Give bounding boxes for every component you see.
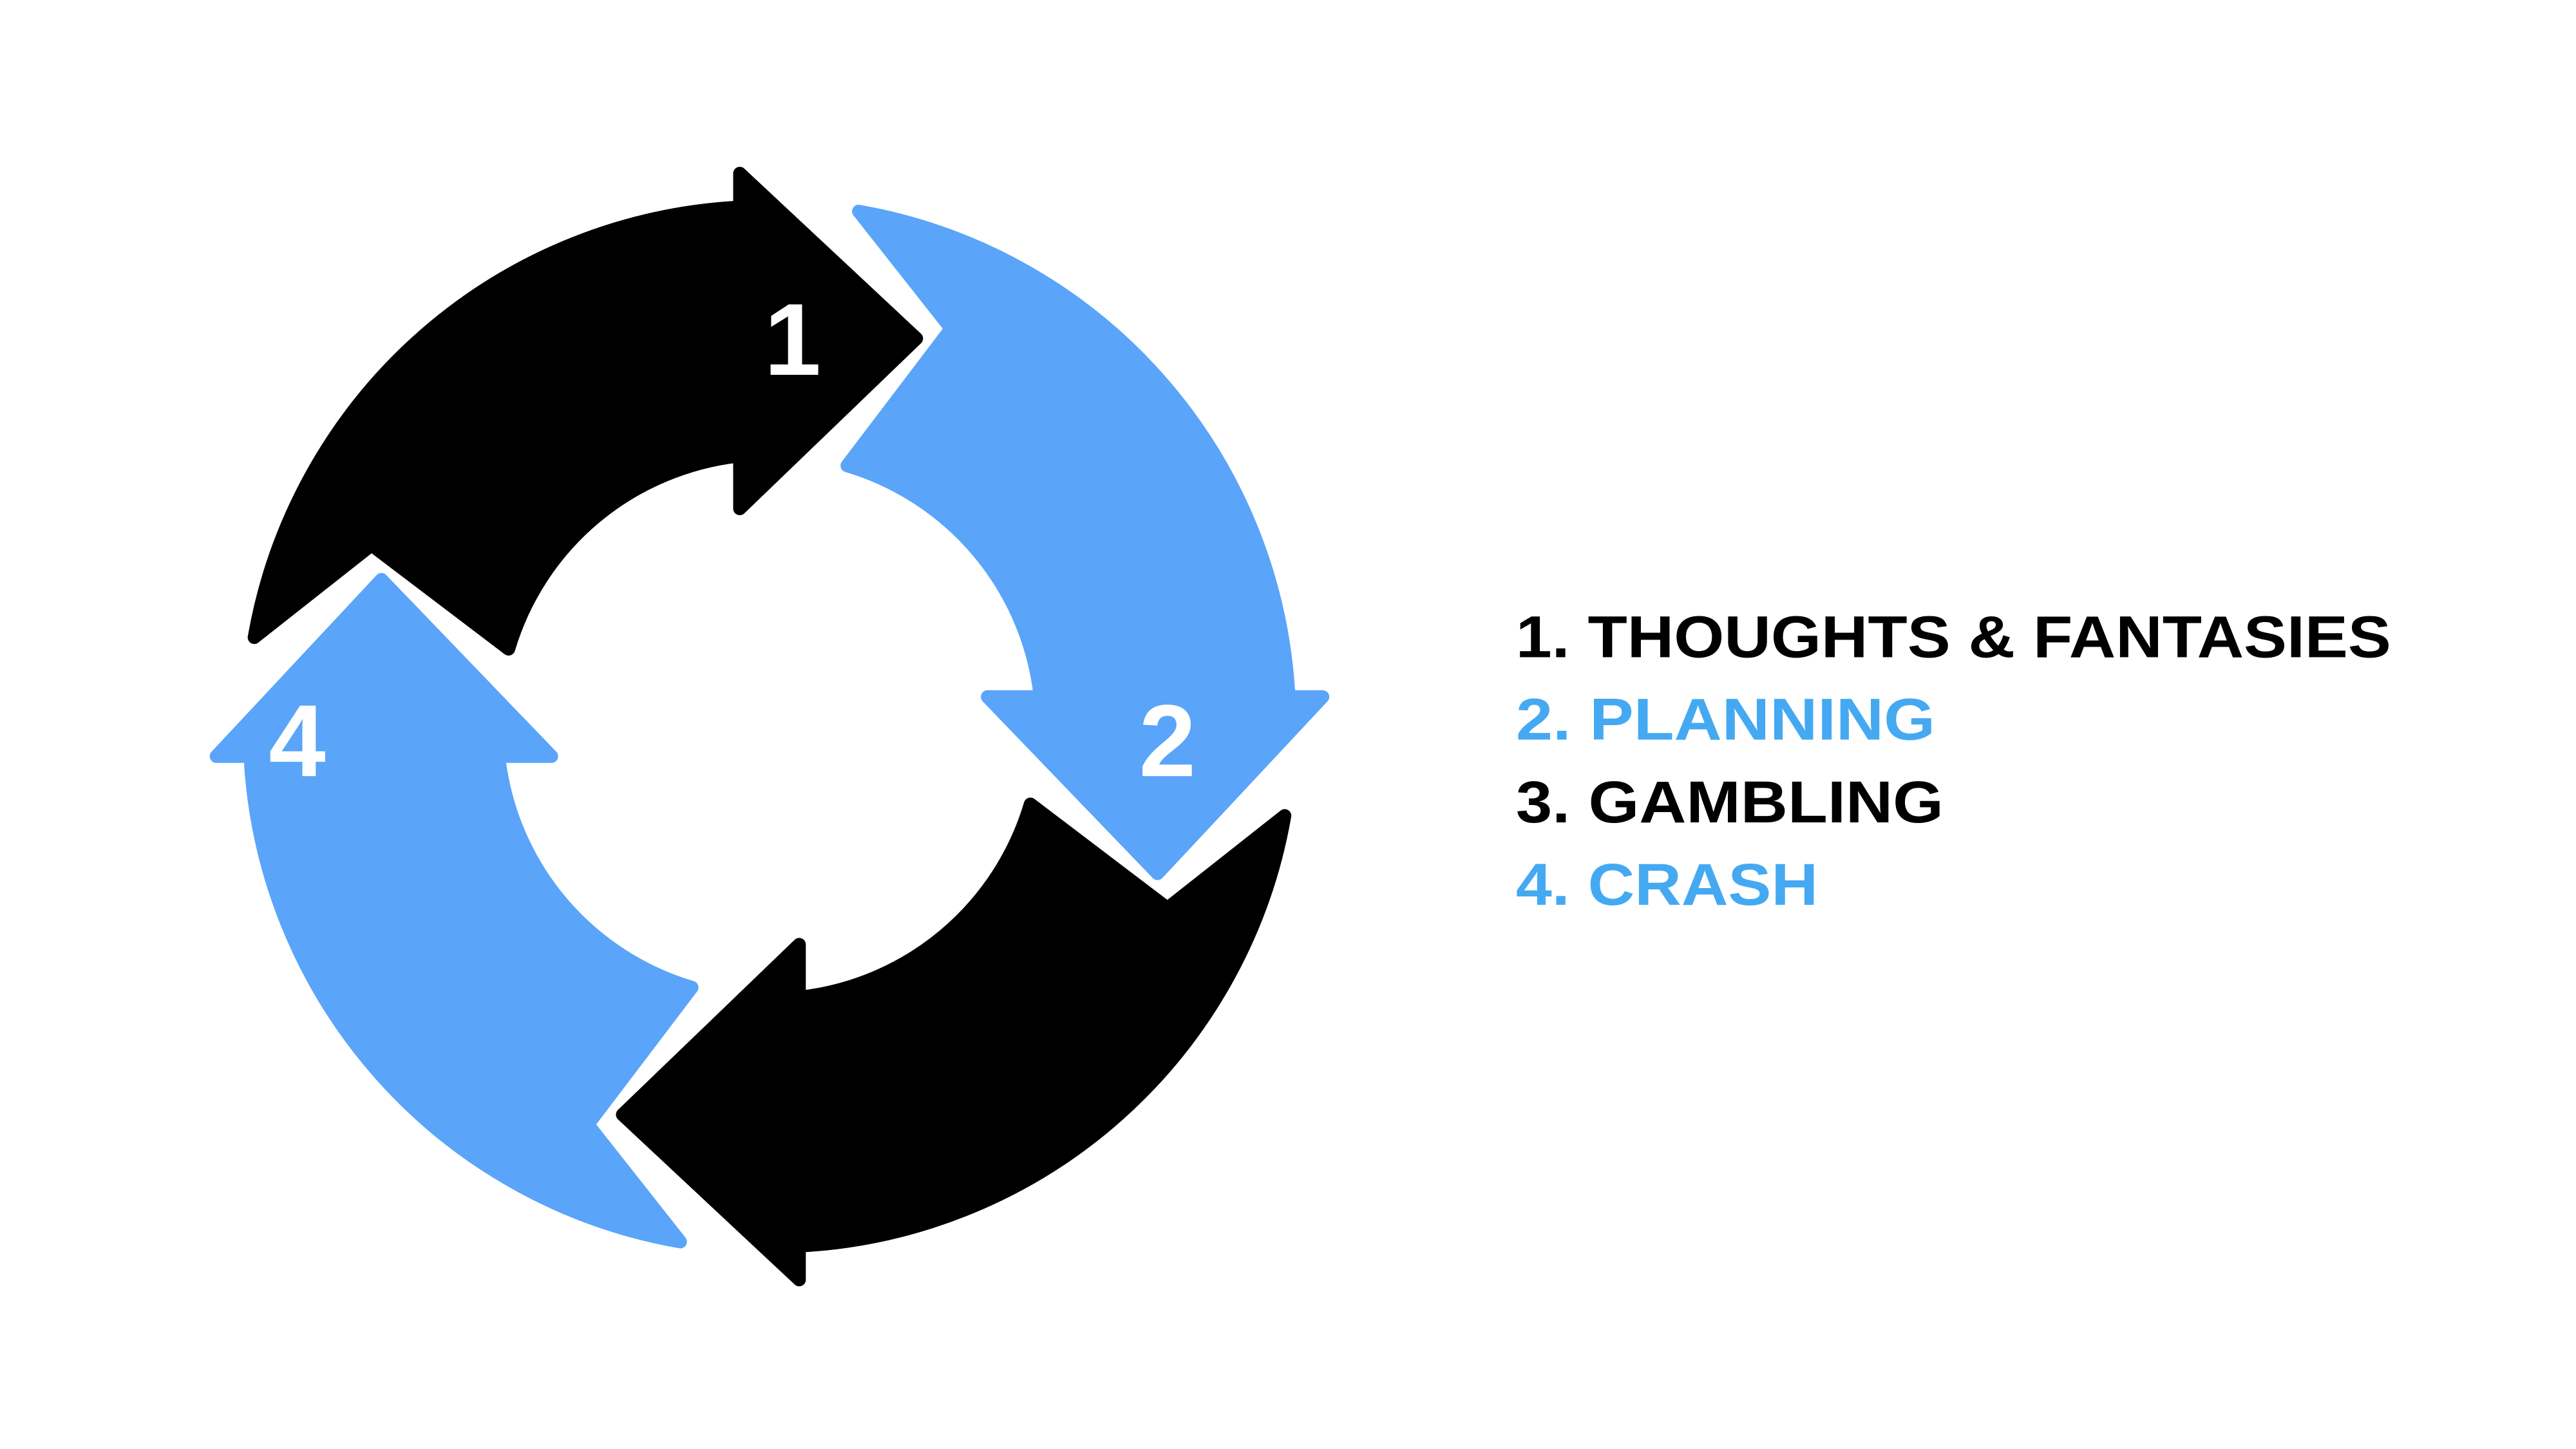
arrow-4-number: 4 [269, 683, 325, 798]
arrow-2-planning [847, 211, 1322, 873]
legend-item-gambling: 3. GAMBLING [1516, 768, 1944, 835]
legend: 1. THOUGHTS & FANTASIES 2. PLANNING 3. G… [1516, 603, 2391, 918]
arrow-2-number: 2 [1139, 683, 1196, 798]
arrow-1-thoughts [254, 173, 916, 649]
legend-item-thoughts: 1. THOUGHTS & FANTASIES [1516, 603, 2391, 670]
arrow-1-number: 1 [764, 282, 821, 397]
arrow-4-crash [216, 580, 692, 1242]
arrow-3-gambling [623, 804, 1285, 1280]
legend-item-crash: 4. CRASH [1516, 851, 1818, 918]
legend-item-planning: 2. PLANNING [1516, 686, 1935, 753]
